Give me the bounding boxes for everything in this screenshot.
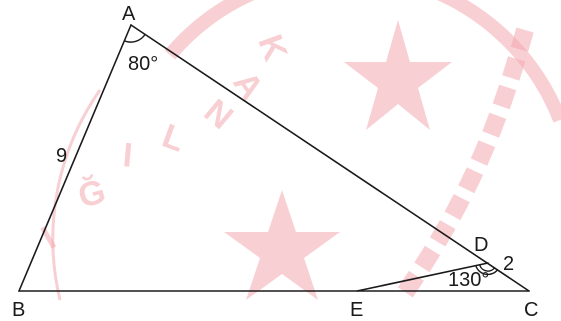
watermark-circle-arc bbox=[164, 0, 561, 123]
segment-ED bbox=[356, 262, 489, 292]
watermark-rope-band bbox=[392, 27, 534, 306]
vertex-label-D: D bbox=[474, 234, 488, 256]
vertex-label-B: B bbox=[12, 299, 25, 321]
vertex-label-C: C bbox=[524, 299, 538, 321]
angle-arc-A bbox=[124, 33, 146, 43]
watermark-star-bottom bbox=[224, 190, 340, 300]
watermark-circle-arc-inner bbox=[51, 89, 102, 301]
watermark-letter-3: N bbox=[197, 92, 240, 137]
vertex-label-E: E bbox=[350, 299, 363, 321]
angle-label-D: 130° bbox=[448, 269, 489, 291]
watermark-letter-7: I bbox=[35, 219, 62, 257]
watermark-star-right bbox=[344, 20, 452, 130]
watermark-letter-5: I bbox=[121, 136, 134, 175]
segment-AB bbox=[18, 24, 132, 292]
vertex-label-A: A bbox=[122, 3, 136, 25]
side-label-AB: 9 bbox=[56, 145, 67, 167]
angle-arc-D-inner bbox=[479, 264, 496, 272]
side-label-DC: 2 bbox=[503, 253, 514, 275]
watermark-letter-6: Ğ bbox=[74, 172, 109, 216]
segment-AC bbox=[130, 24, 530, 292]
angle-label-A: 80° bbox=[128, 53, 158, 75]
angle-arc-D-outer bbox=[475, 265, 499, 276]
watermark-letter-4: L bbox=[157, 117, 190, 160]
watermark-letter-1: K bbox=[250, 30, 294, 66]
